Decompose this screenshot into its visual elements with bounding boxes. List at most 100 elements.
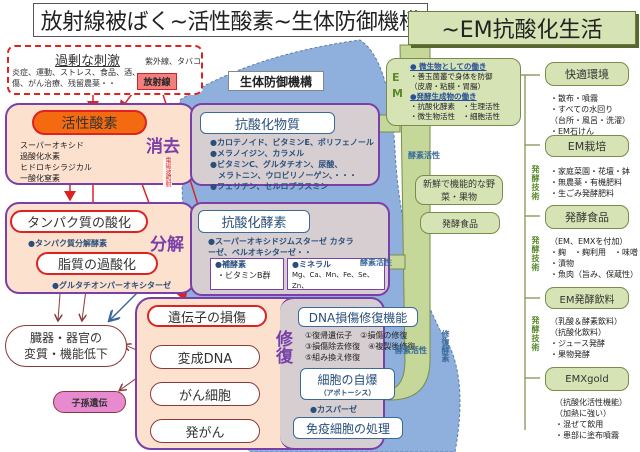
mineral-box: ●ミネラル Mg、Ca、Mn、Fe、Se、Zn、: [287, 258, 385, 290]
organ-line1: 臓器・器官の: [29, 331, 102, 345]
category-fermented-food: 発酵食品: [545, 205, 629, 229]
comfort-items: ・散布・噴霧 ・すべての水回り （台所・風呂・洗濯） ・EM石けん: [550, 93, 630, 137]
fermented-food-item: ・漬物: [550, 259, 574, 268]
organ-dysfunction: 臓器・器官の 変質・機能低下: [5, 325, 127, 367]
category-comfort: 快適環境: [545, 62, 629, 86]
ferment-item: ・抗酸化酵素 ・生理活性: [410, 102, 500, 111]
category-em-beverage: EM発酵飲料: [545, 287, 629, 309]
em-letters: EM: [392, 71, 403, 100]
em-functions: ● 微生物としての働き ・善玉菌叢で身体を防御 （皮膚・粘膜・胃腸） ●発酵生成…: [410, 62, 522, 122]
mutated-dna: 変成DNA: [150, 345, 260, 369]
beverage-item: （乳酸＆酵素飲料）: [550, 317, 622, 326]
repair-enzyme-label: 修復酵素: [441, 330, 450, 362]
enzyme-activity-3: 酵素活性: [395, 346, 427, 355]
microbe-sub: （皮膚・粘膜・胃腸）: [410, 82, 485, 91]
cultivation-item: ・生ごみ発酵肥料: [550, 189, 614, 198]
coenzyme-title: ●補酵素: [215, 260, 246, 269]
cancer-cell: がん細胞: [150, 382, 260, 406]
emxgold-items: （抗酸化活性機能） （加熱に強い） ・混ぜて飲用 ・患部に塗布噴霧: [555, 397, 627, 441]
beverage-item: （抗酸化飲料）: [550, 328, 606, 337]
emxgold-item: ・混ぜて飲用: [555, 420, 604, 429]
apoptosis-sub: （アポトーシス）: [319, 388, 376, 397]
protein-enzyme: ●タンパク質分解酵素: [28, 239, 107, 248]
enzyme-activity-2: 酵素活性: [360, 258, 392, 267]
microbe-item: ・善玉菌叢で身体を防御: [410, 72, 493, 81]
emxgold-item: （加熱に強い）: [555, 409, 611, 418]
lipid-enzyme: ●グルタチオンパーオキシターゼ: [52, 281, 171, 290]
cultivation-item: ・家庭菜園・花壇・鉢: [550, 167, 630, 176]
em-bubble: [386, 58, 521, 126]
antioxidant-item: ●メラノイジン、カラメル: [210, 149, 305, 158]
uv-tobacco-text: 紫外線、タバコ: [145, 57, 201, 66]
repair-label: 修復: [272, 330, 292, 364]
coenzyme-item: ・ビタミンB群: [217, 271, 271, 280]
ferment-title: ●発酵生成物の働き: [410, 92, 477, 101]
beverage-item: ・ジュース発酵: [550, 339, 606, 348]
apoptosis-label: 細胞の自爆: [317, 372, 378, 387]
lipid-peroxidation: 脂質の過酸化: [36, 252, 158, 275]
radiation-label: 放射線: [137, 73, 177, 90]
antioxidant-item: ●ビタミンC、グルタチオン、尿酸、: [210, 160, 343, 169]
emxgold-item: ・患部に塗布噴霧: [555, 431, 619, 440]
enzyme-activity-1: 酵素活性: [408, 151, 440, 160]
stimulus-title: 過剰な刺激: [55, 54, 121, 69]
beverage-item: ・果物発酵: [550, 350, 590, 359]
main-title: 放射線被ばく~活性酸素~生体防御機構: [33, 3, 428, 37]
gene-damage: 遺伝子の損傷: [147, 305, 267, 327]
ros-pill: 活性酸素: [32, 110, 147, 135]
stimulus-causes: 炎症、運動、ストレス、食品、酒、傷、がん治療、残留農薬・・: [12, 68, 140, 88]
repair-item: ⑤組み換え修復: [305, 353, 361, 362]
repair-item: ③損傷除去修復 ④複製後修復: [305, 342, 416, 351]
mineral-title: ●ミネラル: [292, 260, 331, 269]
caspase: ●カスパーゼ: [310, 405, 357, 414]
fermented-food-item: ・麹 ・麹利用 ・味噌: [550, 248, 638, 257]
comfort-item: ・EM石けん: [550, 127, 594, 136]
heredity-label: 子孫遺伝: [53, 391, 126, 413]
coenzyme-box: ●補酵素 ・ビタミンB群: [210, 258, 284, 290]
antioxidant-item: ●カロテノイド、ビタミンE、ポリフェノール: [210, 138, 374, 147]
repair-item: ①復帰遺伝子 ②損傷の修復: [305, 331, 408, 340]
ferment-item: ・微生物活性 ・細胞活性: [410, 112, 500, 121]
ros-type: ヒドロキシラジカル: [20, 163, 92, 172]
dna-repair-function: DNA損傷修復機能: [298, 307, 418, 327]
fermentation-tech-3: 発酵技術: [531, 316, 540, 352]
cultivation-item: ・無農薬・有機肥料: [550, 178, 622, 187]
fermentation-tech-2: 発酵技術: [531, 236, 540, 272]
antioxidant-list: ●カロテノイド、ビタミンE、ポリフェノール ●メラノイジン、カラメル ●ビタミン…: [210, 137, 380, 192]
antioxidant-label: 抗酸化物質: [200, 112, 335, 134]
category-emxgold: EMXgold: [545, 367, 629, 391]
em-title: ~EM抗酸化生活: [408, 11, 636, 45]
mineral-item: Mg、Ca、Mn、Fe、Se、Zn、: [292, 271, 374, 290]
ros-types: スーパーオキシド 過酸化水素 ヒドロキシラジカル 一酸化窒素: [20, 140, 120, 184]
fermentation-tech-1: 発酵技術: [531, 165, 540, 201]
decomposition-label: 分解: [150, 235, 184, 255]
comfort-item: （台所・風呂・洗濯）: [550, 116, 630, 125]
elimination-label: 消去: [146, 137, 180, 157]
enzyme-items: ●スーパーオキシドジムスターゼ カタラーゼ、ペルオキシターゼ・・: [208, 237, 354, 257]
ros-type: スーパーオキシド: [20, 141, 84, 150]
fermented-food-item: （EM、EMXを付加）: [550, 237, 628, 246]
emxgold-item: （抗酸化活性機能）: [555, 398, 627, 407]
vertical-note: 電磁波照射: [163, 157, 172, 187]
repair-items: ①復帰遺伝子 ②損傷の修復 ③損傷除去修復 ④複製後修復 ⑤組み換え修復: [305, 330, 420, 363]
fermented-food-item: ・魚肉（旨み、保蔵性）: [550, 270, 638, 279]
beverage-items: （乳酸＆酵素飲料） （抗酸化飲料） ・ジュース発酵 ・果物発酵: [550, 316, 622, 360]
apoptosis-box: 細胞の自爆 （アポトーシス）: [300, 368, 395, 400]
comfort-item: ・すべての水回り: [550, 105, 614, 114]
comfort-item: ・散布・噴霧: [550, 94, 598, 103]
cultivation-items: ・家庭菜園・花壇・鉢 ・無農薬・有機肥料 ・生ごみ発酵肥料: [550, 166, 630, 199]
category-em-cultivation: EM栽培: [545, 135, 629, 157]
bio-defense-label: 生体防御機構: [228, 71, 324, 91]
microbe-title: ● 微生物としての働き: [410, 62, 487, 71]
fresh-produce: 新鮮で機能的な野菜・果物: [415, 175, 503, 205]
antioxidant-enzyme-label: 抗酸化酵素: [198, 210, 310, 233]
antioxidant-item: メラトニン、ウロビリノーゲン、・・・: [210, 171, 358, 180]
fermented-food-left: 発酵食品: [420, 212, 500, 234]
immune-cell-processing: 免疫細胞の処理: [293, 417, 403, 439]
carcinogenesis: 発がん: [150, 419, 260, 443]
fermented-food-items: （EM、EMXを付加） ・麹 ・麹利用 ・味噌 ・漬物 ・魚肉（旨み、保蔵性）: [550, 236, 638, 280]
ros-type: 一酸化窒素: [20, 174, 60, 183]
antioxidant-item: ●フェリチン、セルロプラスミン: [210, 182, 329, 191]
ros-type: 過酸化水素: [20, 152, 60, 161]
protein-oxidation: タンパク質の酸化: [10, 210, 148, 233]
